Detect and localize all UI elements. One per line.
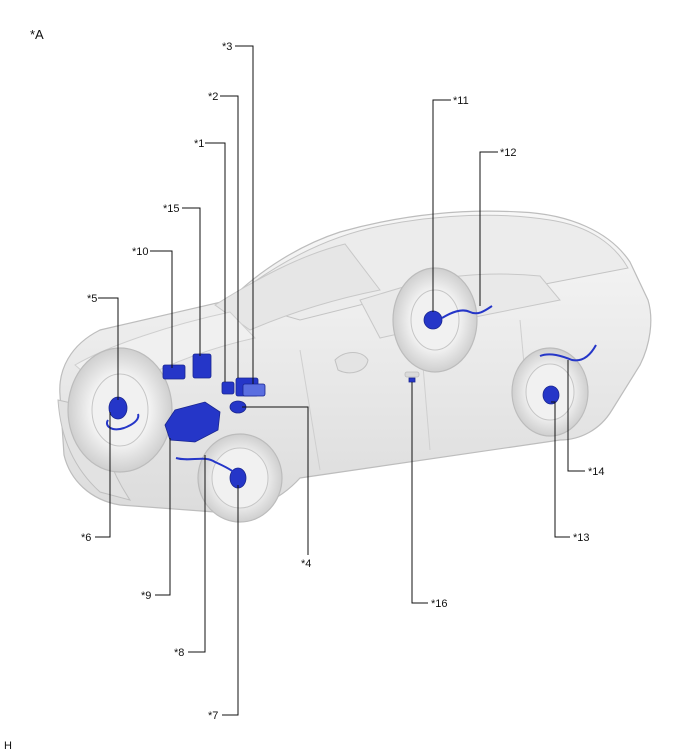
callout-14: *14: [588, 466, 605, 478]
view-label: *A: [30, 27, 44, 42]
callout-6: *6: [81, 532, 91, 544]
callout-12: *12: [500, 147, 517, 159]
rear-left-sensor: [423, 310, 443, 330]
front-right-harness: [175, 457, 237, 475]
callout-labels: *1 *2 *3 *4 *5 *6 *7 *8 *9 *10 *11 *12 *…: [81, 41, 605, 722]
callout-3: *3: [222, 41, 232, 53]
leader-7: [222, 485, 239, 716]
component-15: [192, 353, 212, 379]
callout-8: *8: [174, 647, 184, 659]
component-10: [162, 364, 186, 380]
footer-code: H: [4, 740, 12, 752]
leader-9: [155, 438, 171, 596]
leader-6: [95, 412, 111, 538]
leader-5: [98, 297, 119, 400]
component-16: [408, 377, 416, 383]
leader-2: [220, 95, 239, 378]
leader-16: [411, 382, 428, 604]
callout-10: *10: [132, 246, 149, 258]
leader-lines: [95, 45, 585, 716]
windshield: [214, 243, 381, 331]
leader-13: [551, 401, 570, 538]
component-1: [221, 381, 235, 395]
rear-harness-14: [539, 344, 597, 362]
front-left-harness: [106, 413, 140, 431]
callout-9: *9: [141, 590, 151, 602]
door-handle: [404, 371, 420, 378]
callout-4: *4: [301, 558, 311, 570]
leader-14: [567, 360, 585, 472]
side-mirror: [334, 352, 369, 374]
front-left-sensor: [108, 396, 128, 420]
component-9: [164, 401, 221, 443]
callout-7: *7: [208, 710, 218, 722]
callout-16: *16: [431, 598, 448, 610]
component-3: [242, 383, 266, 397]
rear-harness-12: [441, 305, 493, 319]
callout-1: *1: [194, 138, 204, 150]
callout-15: *15: [163, 203, 180, 215]
callout-13: *13: [573, 532, 590, 544]
callout-11: *11: [453, 95, 469, 107]
leader-12: [479, 151, 498, 306]
callout-2: *2: [208, 91, 218, 103]
callout-5: *5: [87, 293, 97, 305]
leader-1: [205, 142, 226, 382]
leader-8: [188, 455, 206, 653]
leader-4: [242, 406, 309, 555]
leader-3: [235, 45, 254, 384]
leader-10: [150, 250, 173, 368]
leader-15: [182, 207, 201, 356]
leader-11: [432, 99, 451, 312]
rear-right-sensor: [542, 385, 560, 405]
